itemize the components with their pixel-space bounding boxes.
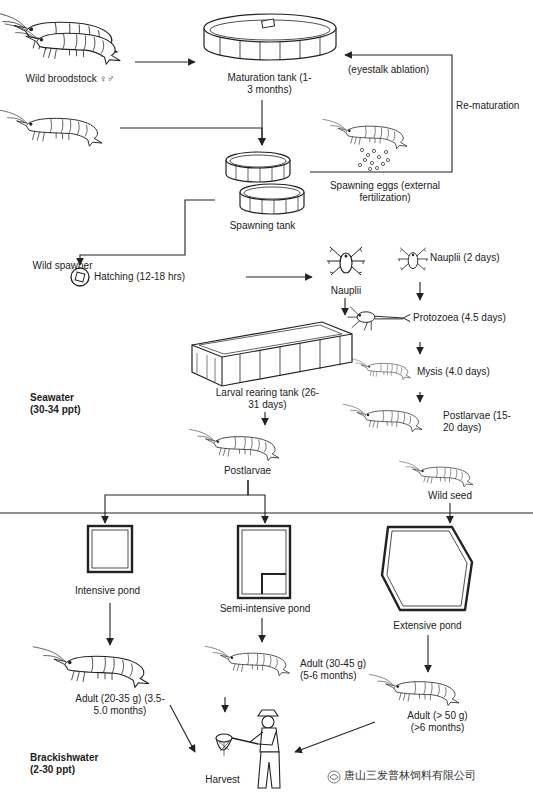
figure-node: Harvest — [195, 712, 295, 797]
node-label: Maturation tank (1-3 months) — [227, 72, 312, 96]
flow-arrow — [109, 603, 110, 645]
figure-node: Wild broodstock ♀♂ — [5, 5, 135, 95]
larval-rearing-tank — [192, 322, 352, 386]
node-label: Wild seed — [400, 490, 500, 502]
figure-node: Extensive pond — [375, 523, 480, 635]
flow-arrow — [449, 503, 450, 523]
flow-arrow — [427, 635, 428, 672]
figure-node: Adult (30-45 g) (5-6 months) — [210, 642, 380, 697]
flow-arrow — [419, 342, 420, 354]
node-label: Protozoea (4.5 days) — [413, 312, 513, 324]
figure-node: Nauplii (2 days) — [395, 240, 515, 282]
protozoea-figure — [347, 306, 410, 330]
node-label: Larval rearing tank (26-31 days) — [215, 387, 320, 411]
node-label: Postlarvae — [190, 465, 305, 477]
watermark-icon — [328, 771, 340, 783]
flow-arrow — [261, 618, 262, 642]
nauplius-figure — [327, 247, 428, 275]
figure-node: Larval rearing tank (26-31 days) — [180, 315, 355, 412]
flow-arrow — [295, 722, 375, 752]
node-label: Adult (> 50 g) (>6 months) — [400, 710, 475, 734]
figure-node: Mysis (4.0 days) — [355, 354, 510, 392]
figure-node: Wild seed — [400, 458, 500, 503]
node-label: Adult (20-35 g) (3.5-5.0 months) — [70, 693, 170, 717]
broodstock-shrimp — [0, 12, 120, 64]
figure-node: Spawning eggs (external fertilization) — [325, 118, 445, 208]
edge-label: Re-maturation — [456, 100, 526, 112]
figure-node: Adult (20-35 g) (3.5-5.0 months) — [35, 645, 170, 730]
node-label: Nauplii (2 days) — [430, 252, 515, 264]
watermark-text: 唐山三发普林饲料有限公司 — [344, 770, 529, 782]
zone-divider — [0, 512, 533, 513]
node-label: Hatching (12-18 hrs) — [94, 271, 246, 283]
node-label: Harvest — [195, 774, 250, 786]
zone-label: (eyestalk ablation) — [348, 64, 448, 76]
node-label: Semi-intensive pond — [215, 603, 315, 615]
maturation-tank — [204, 14, 336, 60]
figure-node: Postlarvae (15-20 days) — [345, 402, 520, 450]
figure-node: Nauplii — [312, 238, 380, 298]
postlarvae-shrimp — [189, 429, 473, 487]
flow-arrow — [135, 61, 195, 62]
node-label: Intensive pond — [70, 585, 145, 597]
spawning-shrimp — [323, 119, 407, 170]
flow-arrow — [224, 697, 225, 712]
larval-shrimp — [343, 358, 422, 431]
node-label: Adult (30-45 g) (5-6 months) — [300, 658, 380, 682]
ponds — [88, 526, 472, 610]
figure-node: Hatching (12-18 hrs) — [68, 265, 246, 290]
flow-arrow — [344, 298, 345, 315]
flow-arrow — [105, 480, 248, 523]
node-label: Spawning eggs (external fertilization) — [325, 180, 445, 204]
flow-arrow — [419, 392, 420, 402]
zone-label: Seawater (30-34 ppt) — [30, 392, 92, 416]
flow-arrow — [80, 200, 215, 265]
node-label: Extensive pond — [375, 620, 480, 632]
figure-node: Intensive pond — [70, 523, 145, 603]
node-label: Nauplii — [312, 285, 380, 297]
node-label: Spawning tank — [215, 220, 310, 232]
node-label: Postlarvae (15-20 days) — [443, 410, 518, 434]
flow-arrow — [261, 100, 262, 145]
flow-arrow — [310, 55, 452, 172]
figure-node: Adult (> 50 g) (>6 months) — [375, 672, 500, 744]
spawning-tanks — [226, 152, 304, 214]
flow-arrow — [170, 705, 195, 752]
wild-spawner-shrimp — [0, 110, 102, 146]
figure-node: Postlarvae — [190, 425, 305, 480]
flow-arrow — [248, 480, 265, 523]
flow-arrow — [264, 412, 265, 425]
node-label: Wild spawner — [5, 260, 120, 272]
figure-node: Wild spawner — [5, 105, 120, 177]
figure-node: Protozoea (4.5 days) — [345, 300, 515, 342]
flow-arrow — [120, 128, 262, 145]
node-label: Mysis (4.0 days) — [417, 366, 507, 378]
figure-node: Spawning tank — [215, 145, 310, 235]
node-label: Wild broodstock ♀♂ — [5, 73, 135, 85]
figure-node: Maturation tank (1-3 months) — [195, 5, 345, 100]
flow-arrow — [419, 282, 420, 300]
figure-node: Semi-intensive pond — [215, 523, 315, 618]
flow-arrow — [246, 276, 312, 277]
zone-label: Brackishwater (2-30 ppt) — [30, 752, 102, 776]
